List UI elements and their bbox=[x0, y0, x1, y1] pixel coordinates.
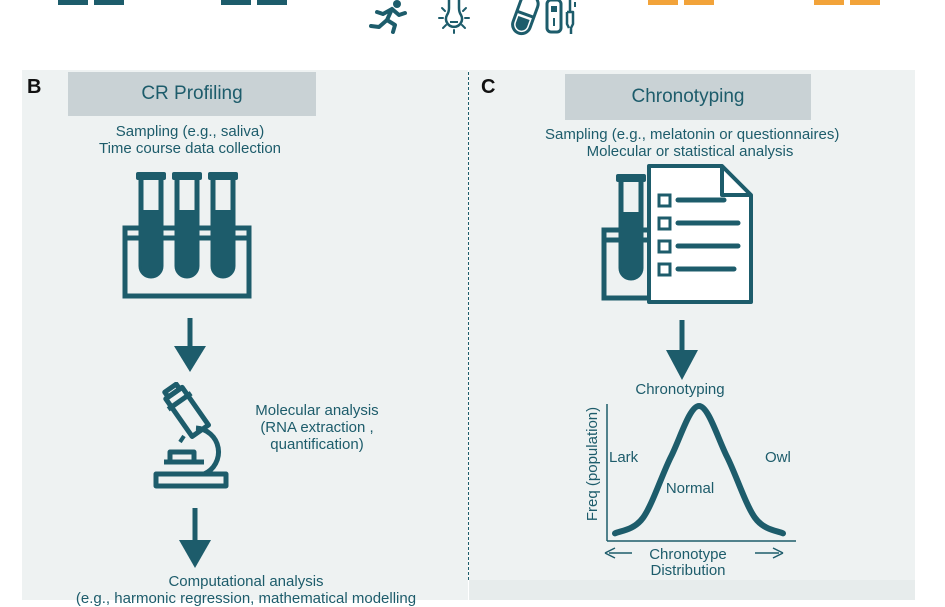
teal-block-icon bbox=[221, 0, 251, 5]
top-icon-strip bbox=[0, 0, 945, 70]
panel-letter-c: C bbox=[481, 76, 496, 98]
test-tube-rack-icon bbox=[122, 172, 252, 299]
annotation-lark: Lark bbox=[609, 449, 639, 466]
caption-line: (RNA extraction , bbox=[260, 419, 374, 436]
right-arrow-icon bbox=[755, 547, 784, 559]
microscope-icon bbox=[153, 382, 229, 489]
running-person-icon bbox=[369, 0, 407, 34]
panel-chronotyping bbox=[469, 70, 915, 600]
chronotype-distribution-chart: Chronotyping Freq (population) Lark Norm… bbox=[584, 381, 796, 579]
x-axis-label-line-2: Distribution bbox=[650, 562, 725, 579]
panel-c-title: Chronotyping bbox=[565, 74, 811, 120]
annotation-owl: Owl bbox=[765, 449, 791, 466]
caption-line: quantification) bbox=[270, 436, 364, 453]
panel-b-molecular-caption: Molecular analysis (RNA extraction , qua… bbox=[247, 402, 387, 453]
questionnaire-document-icon bbox=[647, 164, 753, 304]
panel-cr-profiling bbox=[22, 70, 468, 600]
y-axis-label: Freq (population) bbox=[584, 407, 601, 521]
caption-line: (e.g., harmonic regression, mathematical… bbox=[75, 590, 417, 607]
down-arrow-icon bbox=[179, 508, 211, 568]
caption-line: Sampling (e.g., saliva) bbox=[115, 123, 265, 140]
panel-c-sampling-caption: Sampling (e.g., melatonin or questionnai… bbox=[545, 126, 840, 160]
insulin-pen-icon bbox=[545, 0, 576, 34]
orange-block-icon bbox=[684, 0, 714, 5]
panel-b-sampling-caption: Sampling (e.g., saliva) Time course data… bbox=[70, 123, 310, 157]
pill-capsule-icon bbox=[511, 0, 540, 36]
teal-block-icon bbox=[58, 0, 88, 5]
panel-divider bbox=[468, 72, 469, 580]
caption-line: Computational analysis bbox=[168, 573, 324, 590]
panel-letter-b: B bbox=[27, 76, 42, 98]
teal-block-icon bbox=[257, 0, 287, 5]
annotation-normal: Normal bbox=[666, 480, 714, 497]
caption-line: Molecular or statistical analysis bbox=[586, 143, 794, 160]
down-arrow-icon bbox=[666, 320, 698, 380]
light-bulb-icon bbox=[438, 0, 470, 34]
test-tube-rack-icon bbox=[601, 174, 660, 301]
orange-block-icon bbox=[850, 0, 880, 5]
caption-line: Time course data collection bbox=[98, 140, 282, 157]
panel-b-computational-caption: Computational analysis (e.g., harmonic r… bbox=[46, 573, 446, 607]
orange-block-icon bbox=[814, 0, 844, 5]
x-axis-label-line-1: Chronotype bbox=[649, 546, 727, 563]
left-arrow-icon bbox=[604, 547, 632, 559]
down-arrow-icon bbox=[174, 318, 206, 372]
orange-block-icon bbox=[648, 0, 678, 5]
panel-c-bottom-band bbox=[469, 580, 915, 600]
chart-title: Chronotyping bbox=[635, 381, 724, 398]
caption-line: Sampling (e.g., melatonin or questionnai… bbox=[545, 126, 840, 143]
data-series-bell-curve bbox=[612, 402, 786, 537]
teal-block-icon bbox=[94, 0, 124, 5]
caption-line: Molecular analysis bbox=[255, 402, 379, 419]
panel-b-title: CR Profiling bbox=[68, 72, 316, 116]
